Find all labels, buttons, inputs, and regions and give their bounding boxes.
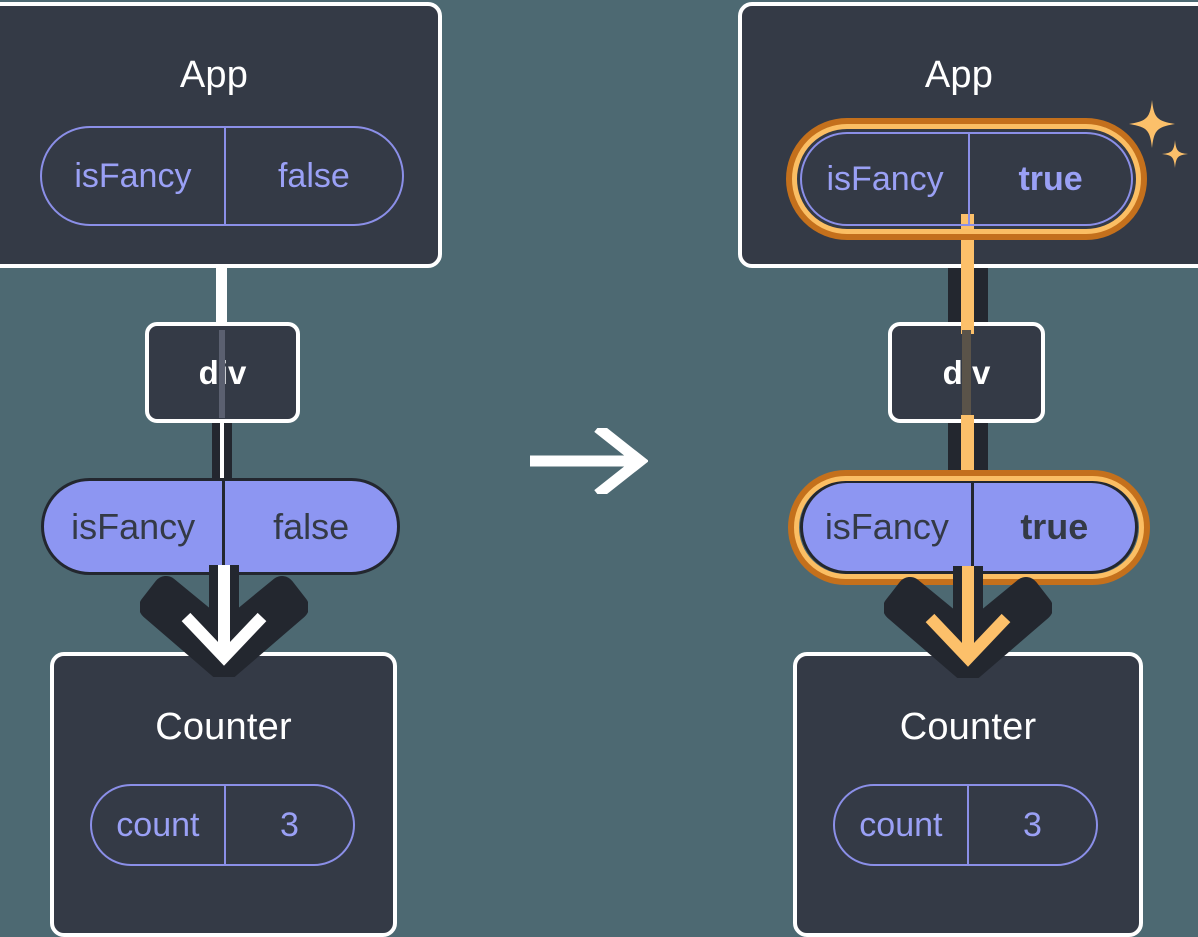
state-pill-isfancy-before: isFancy false (40, 126, 404, 226)
prop-pill-isfancy-before: isFancy false (41, 478, 400, 575)
prop-pill-value-before: false (222, 481, 397, 572)
connector-div-to-prop-left-gap (220, 415, 224, 485)
counter-state-pill-after: count 3 (833, 784, 1098, 866)
connector-app-to-div-right-highlight (961, 214, 974, 334)
connector-through-div-right (962, 330, 971, 418)
connector-div-to-prop-right-highlight (961, 415, 974, 490)
counter-card-title-after: Counter (899, 706, 1037, 748)
transition-arrow-icon (530, 428, 648, 494)
counter-state-pill-name-after: count (859, 805, 943, 844)
prop-pill-isfancy-after: isFancy true (800, 480, 1138, 574)
connector-div-to-prop-left-a (212, 415, 220, 485)
connector-div-to-prop-left-b (224, 415, 232, 485)
connector-app-to-div-left (216, 255, 227, 327)
state-pill-name-before: isFancy (74, 156, 192, 195)
counter-state-pill-before: count 3 (90, 784, 355, 866)
state-pill-value-before: false (223, 128, 402, 224)
app-card-title-before: App (179, 54, 249, 96)
prop-pill-name-before: isFancy (71, 505, 196, 547)
state-pill-isfancy-after: isFancy true (800, 132, 1133, 226)
connector-through-div-left (219, 330, 225, 418)
data-flow-arrow-after (884, 566, 1052, 678)
counter-state-pill-value-after: 3 (966, 786, 1096, 864)
sparkle-icon-app-after (1129, 100, 1188, 168)
counter-card-title-before: Counter (155, 706, 292, 748)
prop-pill-value-after: true (970, 483, 1135, 571)
counter-state-pill-name-before: count (116, 805, 200, 844)
prop-pill-name-after: isFancy (824, 506, 949, 547)
state-pill-name-after: isFancy (826, 159, 944, 198)
app-card-title-after: App (924, 54, 994, 96)
state-pill-value-after: true (968, 134, 1131, 224)
counter-state-pill-value-before: 3 (223, 786, 353, 864)
data-flow-arrow-before (140, 565, 308, 677)
